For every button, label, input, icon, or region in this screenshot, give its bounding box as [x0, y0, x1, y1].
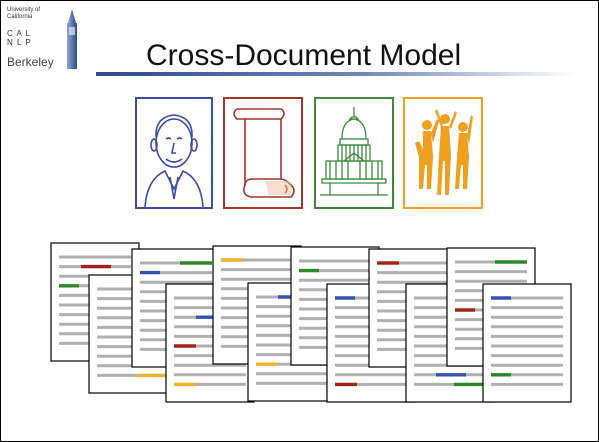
logo-letters: C A L N L P [7, 29, 32, 47]
berkeley-logo: University of California C A L N L P Ber… [7, 7, 91, 77]
person-portrait-box [135, 97, 213, 209]
campanile-tower-icon [67, 9, 77, 69]
logo-letters-row2: N L P [7, 38, 32, 47]
logo-letters-row1: C A L [7, 29, 32, 38]
scroll-icon [233, 108, 295, 198]
people-group-box [403, 97, 483, 209]
capitol-box [314, 97, 394, 209]
logo-line2: California [7, 14, 33, 20]
page-title: Cross-Document Model [146, 39, 462, 72]
logo-berkeley-text: Berkeley [7, 55, 54, 69]
document-page [482, 283, 572, 403]
capitol-building-icon [320, 107, 388, 196]
scroll-box [223, 97, 303, 209]
document-page-frame [482, 283, 572, 403]
title-underline [96, 72, 576, 76]
logo-line1: University of [7, 7, 41, 13]
people-group-icon [415, 109, 473, 195]
logo-university-text: University of California [7, 7, 40, 21]
person-portrait-icon [144, 114, 204, 207]
